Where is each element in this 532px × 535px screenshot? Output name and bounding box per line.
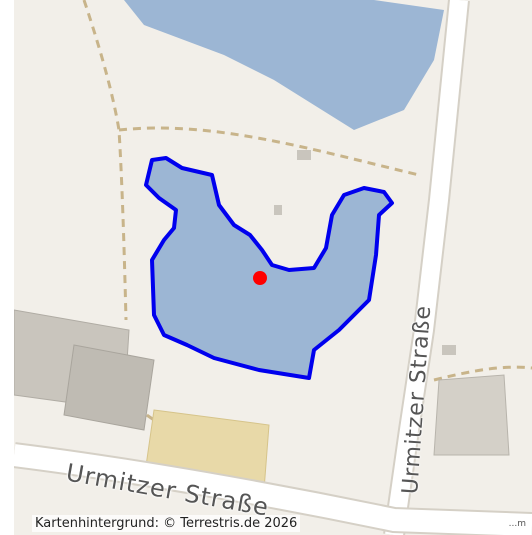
attribution-text: Kartenhintergrund: © Terrestris.de 2026 bbox=[32, 515, 301, 532]
lake-top bbox=[124, 0, 444, 130]
map-attribution-bar: Kartenhintergrund: © Terrestris.de 2026 … bbox=[14, 511, 532, 535]
pond-outline bbox=[144, 156, 394, 380]
building bbox=[442, 345, 456, 355]
building bbox=[297, 150, 311, 160]
footpath bbox=[82, 0, 128, 321]
scale-indicator: ...m bbox=[506, 519, 528, 529]
building bbox=[274, 205, 282, 215]
building bbox=[433, 374, 510, 456]
location-dot-icon[interactable] bbox=[253, 271, 267, 285]
map-canvas bbox=[14, 0, 532, 535]
map-viewport[interactable]: Urmitzer Straße Urmitzer Straße bbox=[14, 0, 532, 535]
road-urmitzer-strasse-bottom bbox=[14, 444, 532, 535]
footpath bbox=[118, 126, 420, 177]
road-urmitzer-strasse bbox=[385, 0, 468, 535]
building bbox=[63, 344, 155, 431]
footpath bbox=[433, 365, 532, 382]
